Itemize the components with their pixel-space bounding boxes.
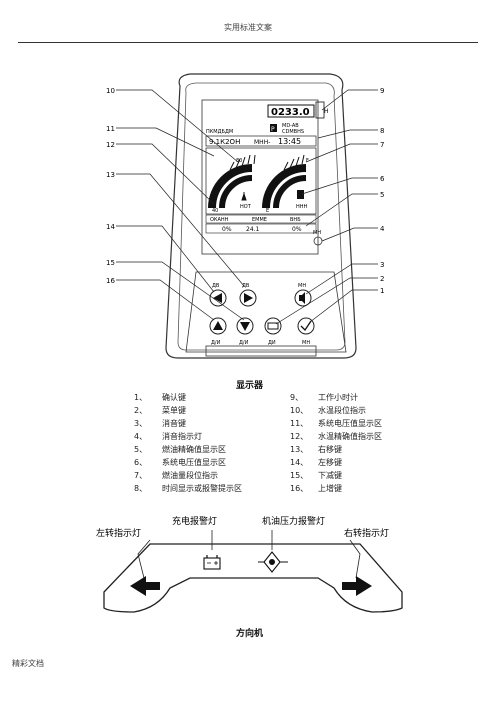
- fuel-gauge: E F HHH: [262, 154, 309, 214]
- indicator-label: МН: [313, 230, 321, 236]
- callout-16: 16: [106, 277, 115, 285]
- btn-label-confirm: МН: [302, 340, 310, 346]
- callout-13: 13: [106, 171, 115, 179]
- callout-1: 1: [380, 287, 384, 295]
- water-temp-label: HOT: [240, 204, 252, 210]
- callout-5: 5: [380, 191, 384, 199]
- callout-7: 7: [380, 141, 384, 149]
- bottom-val1: 0%: [222, 226, 232, 233]
- steering-caption: 方向机: [236, 629, 264, 639]
- water-temp-low: 40: [212, 208, 218, 214]
- display-caption: 显示器: [236, 381, 264, 391]
- right-turn-arrow-icon: [342, 576, 372, 596]
- legend-item: 4、消音指示灯: [134, 432, 202, 441]
- legend-item: 11、系统电压值显示区: [290, 419, 382, 428]
- fuel-pump-icon: [297, 190, 304, 199]
- bottom-val3: 0%: [292, 226, 302, 233]
- mode-p-label: P: [271, 126, 275, 133]
- mode-cd-label: CDMBHS: [282, 129, 304, 135]
- label-charge: 充电报警灯: [172, 515, 217, 527]
- oil-pressure-icon: [258, 551, 288, 573]
- hint-label: МНН-: [254, 139, 270, 146]
- water-temp-high: 80: [236, 158, 242, 164]
- top-left-label: ПКМДБДМ: [206, 129, 233, 135]
- callout-4: 4: [380, 225, 385, 233]
- up-increase-button[interactable]: [209, 317, 227, 335]
- voltage-row-value: 9.1К2ОН: [209, 138, 240, 146]
- legend-item: 15、下减键: [290, 471, 342, 480]
- legend-item: 6、系统电压值显示区: [134, 458, 226, 467]
- legend-item: 5、燃油精确值显示区: [134, 445, 226, 454]
- btn-label-right: ДВ: [242, 283, 250, 289]
- page-header: 实用标准文案: [224, 23, 272, 32]
- legend-item: 8、时间显示或报警提示区: [134, 484, 242, 493]
- legend-item: 1、确认键: [134, 393, 186, 402]
- callout-15: 15: [106, 259, 115, 267]
- bottom-box2-label: ЕММЕ: [252, 217, 267, 223]
- legend-item: 9、工作小时计: [290, 393, 358, 402]
- hour-meter-value: 0233.0: [271, 107, 310, 118]
- left-move-button[interactable]: [209, 289, 227, 307]
- btn-label-mute: МН: [298, 283, 306, 289]
- callout-10: 10: [106, 87, 115, 95]
- label-left-turn: 左转指示灯: [96, 527, 141, 539]
- time-display: 13:45: [278, 137, 301, 146]
- btn-label-up: Д/И: [211, 340, 221, 346]
- legend-item: 16、上增键: [290, 484, 342, 493]
- charge-warning-icon: [203, 555, 221, 570]
- legend-item: 10、水温段位指示: [290, 406, 366, 415]
- btn-label-menu: ДИ: [268, 340, 276, 346]
- mute-button[interactable]: [294, 289, 312, 307]
- menu-button[interactable]: [264, 317, 282, 335]
- mode-ab-label: MD-AB: [282, 123, 299, 129]
- callout-9: 9: [380, 87, 384, 95]
- right-move-button[interactable]: [239, 289, 257, 307]
- legend-item: 12、水温精确值指示区: [290, 432, 382, 441]
- legend-item: 14、左移键: [290, 458, 342, 467]
- bottom-val2: 24.1: [246, 226, 260, 233]
- fuel-label: HHH: [296, 204, 308, 210]
- callout-3: 3: [380, 261, 384, 269]
- callout-6: 6: [380, 175, 385, 183]
- btn-label-down: Д/И: [239, 340, 249, 346]
- steering-panel-figure: 左转指示灯 充电报警灯 机油压力报警灯 右转指示灯: [96, 515, 403, 613]
- page-footer: 精彩文档: [12, 659, 44, 668]
- hour-meter-unit: H: [324, 108, 329, 115]
- bottom-box1-label: ОКАНН: [210, 217, 229, 223]
- confirm-button[interactable]: [297, 317, 315, 335]
- callout-12: 12: [106, 141, 115, 149]
- legend-item: 2、菜单键: [134, 406, 186, 415]
- display-panel-figure: 0233.0 H P MD-AB CDMBHS ПКМДБДМ 9.1К2ОН …: [106, 73, 385, 359]
- fuel-high: F: [306, 158, 309, 164]
- header-divider: [18, 42, 478, 43]
- water-temp-gauge: 40 80 HOT: [208, 154, 256, 214]
- legend-item: 3、消音键: [134, 419, 186, 428]
- bottom-box3-label: ВНБ: [290, 217, 301, 223]
- label-oil-pressure: 机油压力报警灯: [262, 515, 325, 527]
- callout-14: 14: [106, 223, 115, 231]
- callout-8: 8: [380, 127, 384, 135]
- callout-2: 2: [380, 275, 384, 283]
- legend-item: 7、燃油量段位指示: [134, 471, 218, 480]
- thermometer-icon: [241, 192, 247, 201]
- label-right-turn: 右转指示灯: [344, 527, 389, 539]
- btn-label-left: ДВ: [212, 283, 220, 289]
- left-turn-arrow-icon: [130, 576, 160, 596]
- down-decrease-button[interactable]: [236, 317, 254, 335]
- callout-11: 11: [106, 125, 115, 133]
- fuel-low: E: [266, 208, 269, 214]
- legend-item: 13、右移键: [290, 445, 342, 454]
